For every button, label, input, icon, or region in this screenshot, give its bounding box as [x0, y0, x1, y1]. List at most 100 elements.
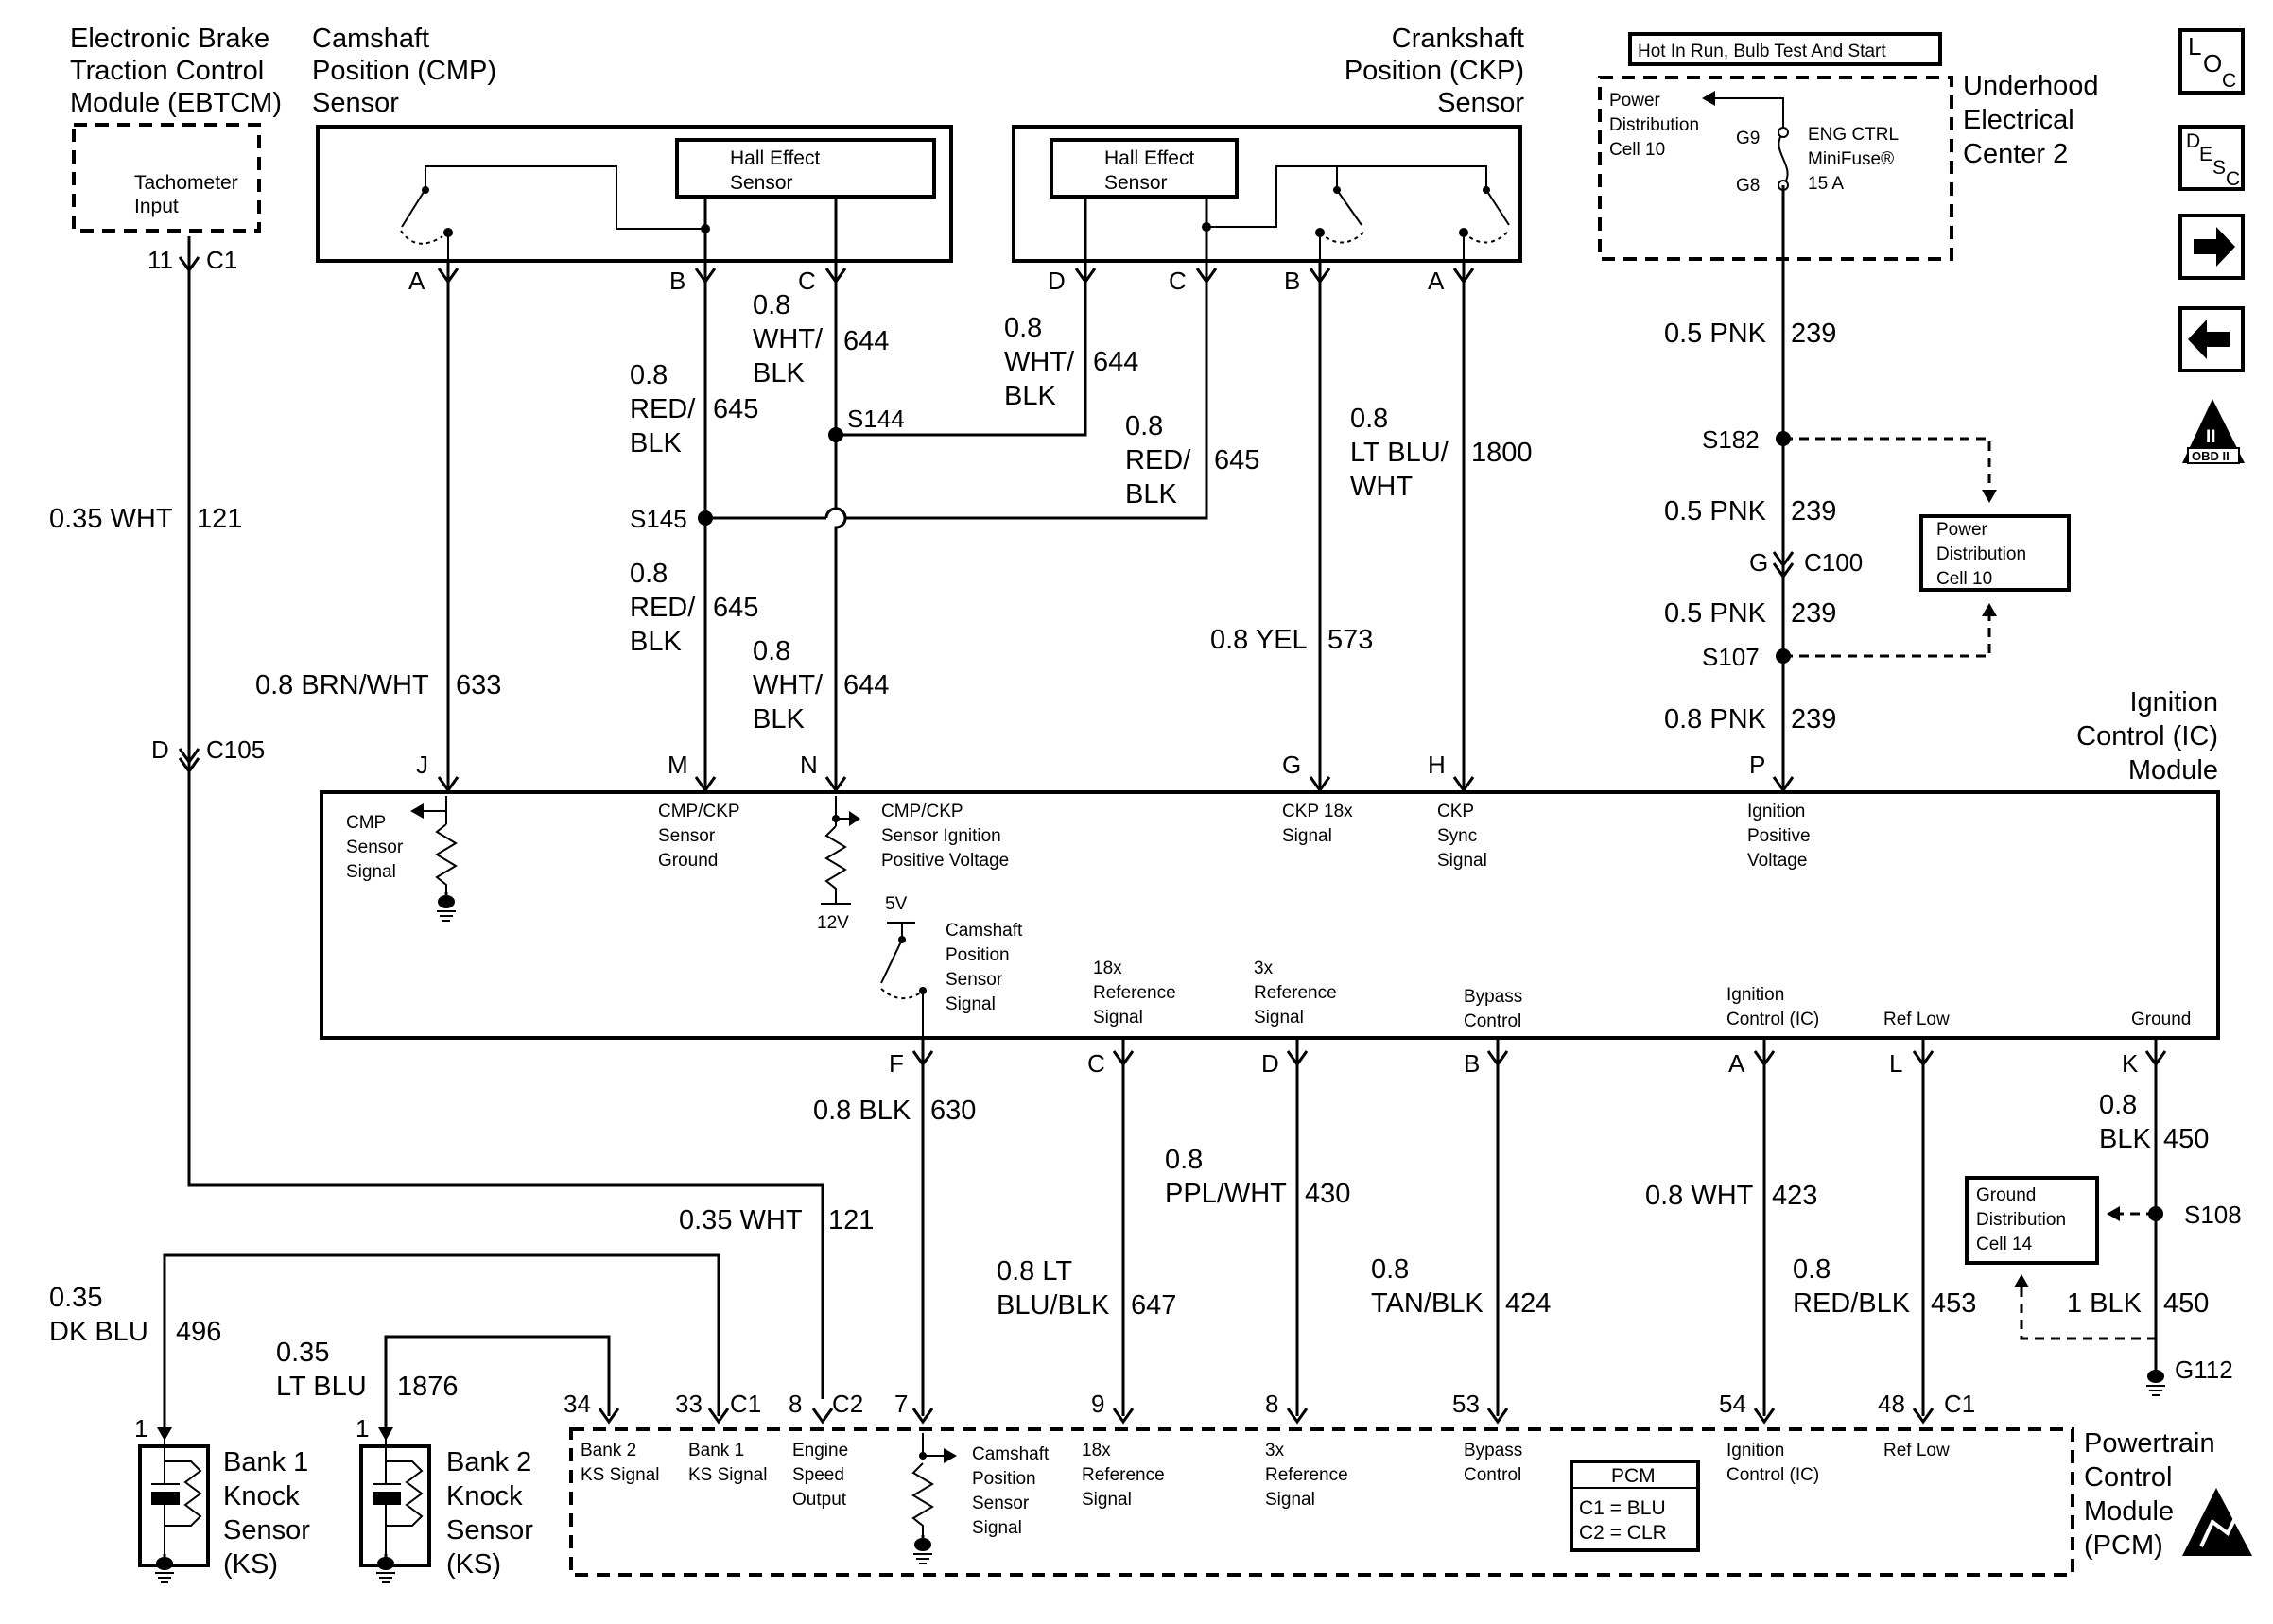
power-distribution-cell: Power Distribution Cell 10 — [1919, 514, 2071, 592]
wire-645-gauge-2: RED/ — [630, 394, 696, 424]
ic-label-ckp18-1: CKP 18x — [1282, 802, 1353, 821]
pcm-pin-33: 33 — [675, 1390, 703, 1418]
uec-fuse-3: 15 A — [1808, 174, 1844, 194]
ic-label-cmp-signal-2: Sensor — [346, 838, 404, 857]
wire-645b-gauge-2: RED/ — [630, 593, 696, 623]
ckp-title-3: Sensor — [1437, 88, 1524, 118]
wire-644c-circuit: 644 — [1093, 347, 1138, 377]
knock-sensor-bank-1: Bank 1 Knock Sensor (KS) — [138, 1433, 310, 1584]
ic-pin-p: P — [1749, 751, 1765, 779]
ckp-pin-c: C — [1169, 267, 1187, 295]
pcm-conn-c2: C2 — [832, 1390, 863, 1418]
uec-g8: G8 — [1736, 176, 1760, 196]
s107-label: S107 — [1702, 643, 1760, 671]
ic-label-5v: 5V — [885, 894, 908, 914]
pcm-label-cam-4: Signal — [972, 1518, 1022, 1538]
ic-label-gnd-2: Sensor — [658, 826, 716, 846]
ebtcm-title-1: Electronic Brake — [70, 24, 269, 54]
ebtcm-pin-11: 11 — [147, 246, 173, 274]
pcm-label-ignctl-2: Control (IC) — [1726, 1465, 1819, 1485]
ebtcm-conn-c1: C1 — [206, 246, 237, 274]
wire-450b-gauge: 1 BLK — [2067, 1288, 2143, 1319]
wire-496-circuit: 496 — [176, 1317, 221, 1347]
pcm-label-cam-1: Camshaft — [972, 1444, 1050, 1464]
wire-645c-circuit: 645 — [1214, 445, 1259, 475]
pcm-label-bypass-2: Control — [1464, 1465, 1521, 1485]
pcm-label-b1ks-1: Bank 1 — [688, 1441, 744, 1460]
back-arrow-icon[interactable] — [2178, 306, 2245, 372]
wire-1876-circuit: 1876 — [397, 1372, 459, 1402]
wire-239-gauge-3: 0.5 PNK — [1664, 598, 1767, 629]
svg-text:C: C — [2226, 168, 2240, 190]
ks2-title-2: Knock — [446, 1481, 523, 1512]
ic-label-pos-2: Sensor Ignition — [881, 826, 1001, 846]
pcm-pin-9: 9 — [1091, 1390, 1104, 1418]
uec-fuse-1: ENG CTRL — [1808, 125, 1899, 145]
ic-label-ignctl-2: Control (IC) — [1726, 1010, 1819, 1029]
wire-644c-gauge-2: WHT/ — [1004, 347, 1075, 377]
pcm-label-eso-3: Output — [792, 1490, 847, 1510]
cmp-pin-a: A — [408, 267, 425, 295]
svg-text:E: E — [2199, 144, 2212, 165]
s108-dot — [2148, 1206, 2163, 1221]
s108-label: S108 — [2184, 1201, 2242, 1229]
wire-644c-gauge-3: BLK — [1004, 381, 1056, 411]
hot-label: Hot In Run, Bulb Test And Start — [1628, 32, 1942, 66]
ks2-title-4: (KS) — [446, 1549, 501, 1580]
ic-pin-m: M — [668, 751, 688, 779]
ic-label-ground: Ground — [2131, 1010, 2191, 1029]
wire-430-gauge-1: 0.8 — [1165, 1145, 1203, 1175]
wire-573-circuit: 573 — [1327, 625, 1373, 655]
wire-430-gauge-2: PPL/WHT — [1165, 1179, 1287, 1209]
pcm-label-bypass-1: Bypass — [1464, 1441, 1522, 1460]
uec-box — [1598, 76, 1953, 261]
ic-label-bypass-1: Bypass — [1464, 987, 1522, 1007]
pcm-legend-c2: C2 = CLR — [1579, 1522, 1667, 1544]
wire-573-gauge: 0.8 YEL — [1210, 625, 1308, 655]
s107-dot — [1776, 648, 1791, 664]
svg-text:II: II — [2206, 427, 2216, 447]
forward-arrow-icon[interactable] — [2178, 214, 2245, 280]
s145-dot — [698, 510, 713, 526]
ic-pin-h: H — [1428, 751, 1446, 779]
wire-121b-circuit: 121 — [828, 1205, 874, 1235]
wire-450b-circuit: 450 — [2163, 1288, 2209, 1319]
ic-label-sync-3: Signal — [1437, 851, 1487, 871]
desc-icon[interactable]: D E S C — [2178, 125, 2245, 191]
ckp-hall-box — [1050, 138, 1239, 199]
ic-label-cam-4: Signal — [946, 994, 996, 1014]
ic-label-sync-1: CKP — [1437, 802, 1474, 821]
wire-1800-gauge-1: 0.8 — [1350, 404, 1388, 434]
pcm-pin-8b: 8 — [1265, 1390, 1278, 1418]
cmp-box — [316, 125, 953, 263]
pcm-pin-34: 34 — [564, 1390, 591, 1418]
pcm-label-ref3-1: 3x — [1265, 1441, 1285, 1460]
wire-644b-circuit: 644 — [843, 670, 889, 700]
ic-pin-d: D — [1261, 1049, 1279, 1078]
ic-label-gnd-3: Ground — [658, 851, 718, 871]
ic-label-cmp-signal-3: Signal — [346, 862, 396, 882]
ic-label-cam-1: Camshaft — [946, 921, 1023, 941]
wire-647-circuit: 647 — [1131, 1290, 1176, 1321]
pcm-label-ref18-1: 18x — [1082, 1441, 1111, 1460]
loc-icon[interactable]: L O C — [2178, 28, 2245, 95]
pcm-title-1: Powertrain — [2084, 1428, 2215, 1459]
c105-pin-d: D — [151, 735, 169, 764]
wire-630-circuit: 630 — [930, 1096, 976, 1126]
ks2-title-1: Bank 2 — [446, 1447, 531, 1477]
wire-645b-gauge-1: 0.8 — [630, 559, 668, 589]
g112-label: G112 — [2175, 1356, 2233, 1384]
pcm-label-ref3-2: Reference — [1265, 1465, 1348, 1485]
wire-644-circuit: 644 — [843, 326, 889, 356]
splice-labels: S144 S145 S182 G C100 S107 S108 G112 — [630, 405, 2242, 1384]
connector-chevrons — [178, 256, 2167, 1425]
pcm-box — [569, 1427, 2074, 1577]
svg-text:S: S — [2212, 157, 2226, 179]
ks1-title-2: Knock — [223, 1481, 300, 1512]
pcm-title-2: Control — [2084, 1462, 2173, 1493]
obd-ii-icon[interactable]: II OBD II — [2182, 399, 2245, 464]
wire-453-gauge-1: 0.8 — [1793, 1254, 1831, 1285]
knock-sensor-bank-2: Bank 2 Knock Sensor (KS) — [359, 1433, 533, 1584]
ic-label-sync-2: Sync — [1437, 826, 1477, 846]
ckp-title-1: Crankshaft — [1392, 24, 1524, 54]
